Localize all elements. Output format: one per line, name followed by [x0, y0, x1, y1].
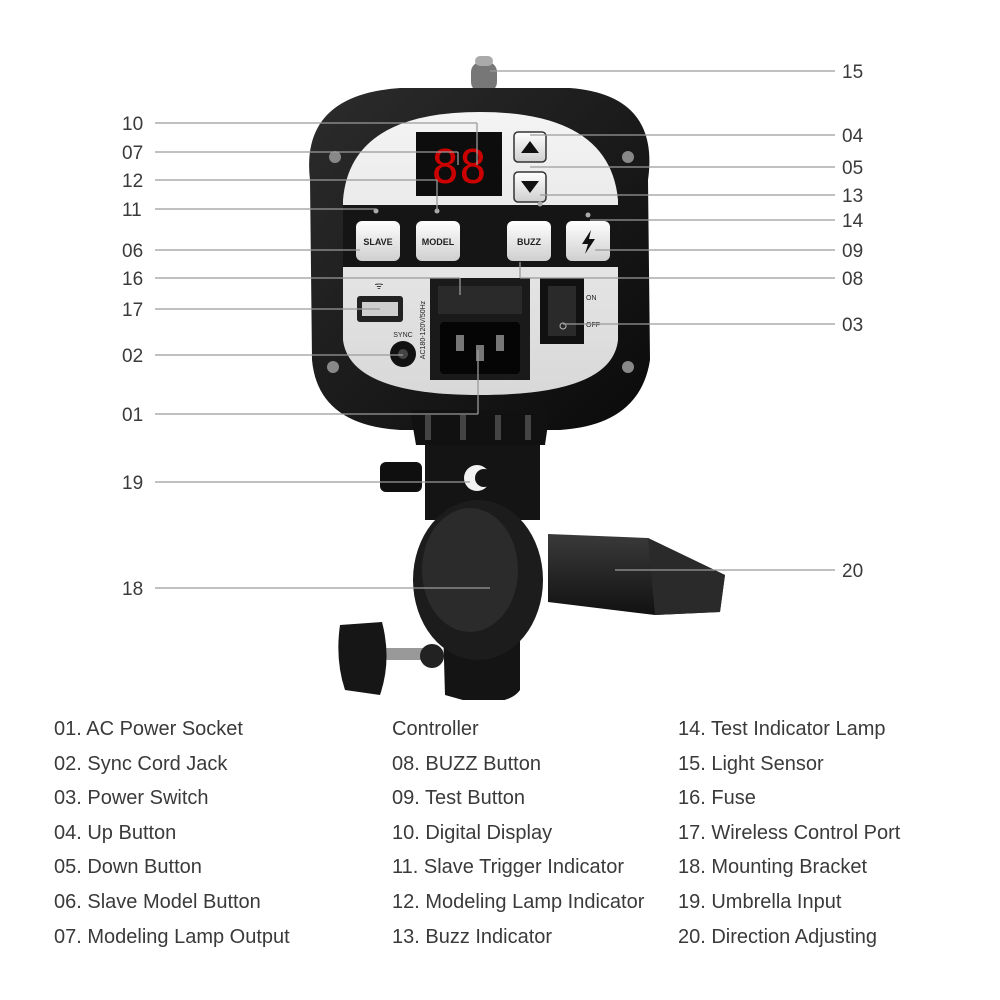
slave-button[interactable]: SLAVE: [356, 221, 400, 261]
legend-column-1: 01. AC Power Socket 02. Sync Cord Jack 0…: [54, 712, 290, 954]
callout-12: 12: [122, 171, 143, 192]
legend-item: 02. Sync Cord Jack: [54, 752, 228, 775]
legend-column-3: 14. Test Indicator Lamp 15. Light Sensor…: [678, 712, 900, 954]
legend-item: 12. Modeling Lamp Indicator: [392, 890, 645, 913]
svg-text:BUZZ: BUZZ: [517, 237, 541, 247]
legend-item: 08. BUZZ Button: [392, 752, 541, 775]
callout-01: 01: [122, 405, 143, 426]
legend-item: 04. Up Button: [54, 821, 177, 844]
wifi-icon: ᯤ: [374, 281, 383, 292]
callout-11: 11: [122, 200, 142, 221]
callout-06: 06: [122, 241, 143, 262]
legend-item: 16. Fuse: [678, 787, 756, 810]
cooling-fins: [410, 410, 550, 445]
callout-13: 13: [842, 186, 863, 207]
slave-indicator: [373, 208, 379, 214]
svg-text:SYNC: SYNC: [393, 332, 412, 339]
lock-knob[interactable]: [338, 622, 444, 695]
callout-02: 02: [122, 346, 143, 367]
callout-18: 18: [122, 579, 143, 600]
svg-text:OFF: OFF: [586, 322, 600, 329]
legend-item: 17. Wireless Control Port: [678, 821, 901, 844]
legend-item: 10. Digital Display: [392, 821, 553, 844]
lightning-icon: [582, 230, 595, 254]
callout-05: 05: [842, 158, 863, 179]
legend-item: 14. Test Indicator Lamp: [678, 718, 886, 740]
callout-15: 15: [842, 62, 863, 83]
model-button[interactable]: MODEL: [416, 221, 460, 261]
direction-adjusting-handle[interactable]: [548, 534, 725, 615]
svg-text:AC180-120V/50Hz: AC180-120V/50Hz: [420, 300, 427, 359]
legend-item: 01. AC Power Socket: [54, 718, 243, 740]
callout-10: 10: [122, 114, 143, 135]
callout-03: 03: [842, 315, 863, 336]
sync-cord-jack[interactable]: SYNC: [390, 332, 416, 367]
callout-19: 19: [122, 473, 143, 494]
ac-power-socket[interactable]: AC180-120V/50Hz: [420, 278, 530, 380]
digital-display: 88: [416, 132, 502, 196]
legend-item: 03. Power Switch: [54, 787, 209, 810]
callout-07: 07: [122, 143, 143, 164]
fuse: [438, 286, 522, 314]
strobe-diagram: 88 SLAVE MODEL BUZZ ᯤ SYNC: [122, 56, 864, 700]
callout-numbers: 15 10 04 07 05 12 13 11 14 06 09 16 08 1…: [122, 62, 864, 600]
legend-item: 06. Slave Model Button: [54, 890, 261, 913]
callout-lines: [155, 70, 835, 589]
umbrella-input[interactable]: [380, 462, 493, 492]
legend-item: 07. Modeling Lamp Output: [54, 925, 290, 948]
callout-14: 14: [842, 211, 864, 232]
svg-text:SLAVE: SLAVE: [363, 237, 392, 247]
buzz-button[interactable]: BUZZ: [507, 221, 551, 261]
legend-item: 20. Direction Adjusting: [678, 925, 878, 948]
legend-item: 05. Down Button: [54, 856, 202, 879]
callout-08: 08: [842, 269, 863, 290]
down-button[interactable]: [513, 171, 547, 203]
svg-text:MODEL: MODEL: [422, 237, 455, 247]
legend-item: 09. Test Button: [392, 787, 526, 810]
legend-item: 11. Slave Trigger Indicator: [392, 856, 624, 879]
svg-text:ON: ON: [586, 295, 597, 302]
legend-item: 15. Light Sensor: [678, 752, 824, 775]
legend-item: 18. Mounting Bracket: [678, 856, 867, 879]
legend-item: 13. Buzz Indicator: [392, 925, 553, 948]
callout-09: 09: [842, 241, 863, 262]
callout-04: 04: [842, 126, 864, 147]
up-button[interactable]: [513, 131, 547, 163]
svg-text:88: 88: [431, 140, 486, 194]
power-switch[interactable]: ON OFF: [540, 278, 600, 344]
callout-17: 17: [122, 300, 143, 321]
mounting-bracket: [413, 445, 543, 700]
test-indicator: [585, 212, 591, 218]
legend-item: Controller: [392, 718, 479, 740]
callout-16: 16: [122, 269, 143, 290]
legend-column-2: Controller 08. BUZZ Button 09. Test Butt…: [392, 712, 644, 954]
callout-20: 20: [842, 561, 863, 582]
buzz-indicator: [537, 201, 543, 207]
legend-item: 19. Umbrella Input: [678, 890, 842, 913]
light-sensor: [471, 56, 497, 92]
test-button[interactable]: [566, 221, 610, 261]
